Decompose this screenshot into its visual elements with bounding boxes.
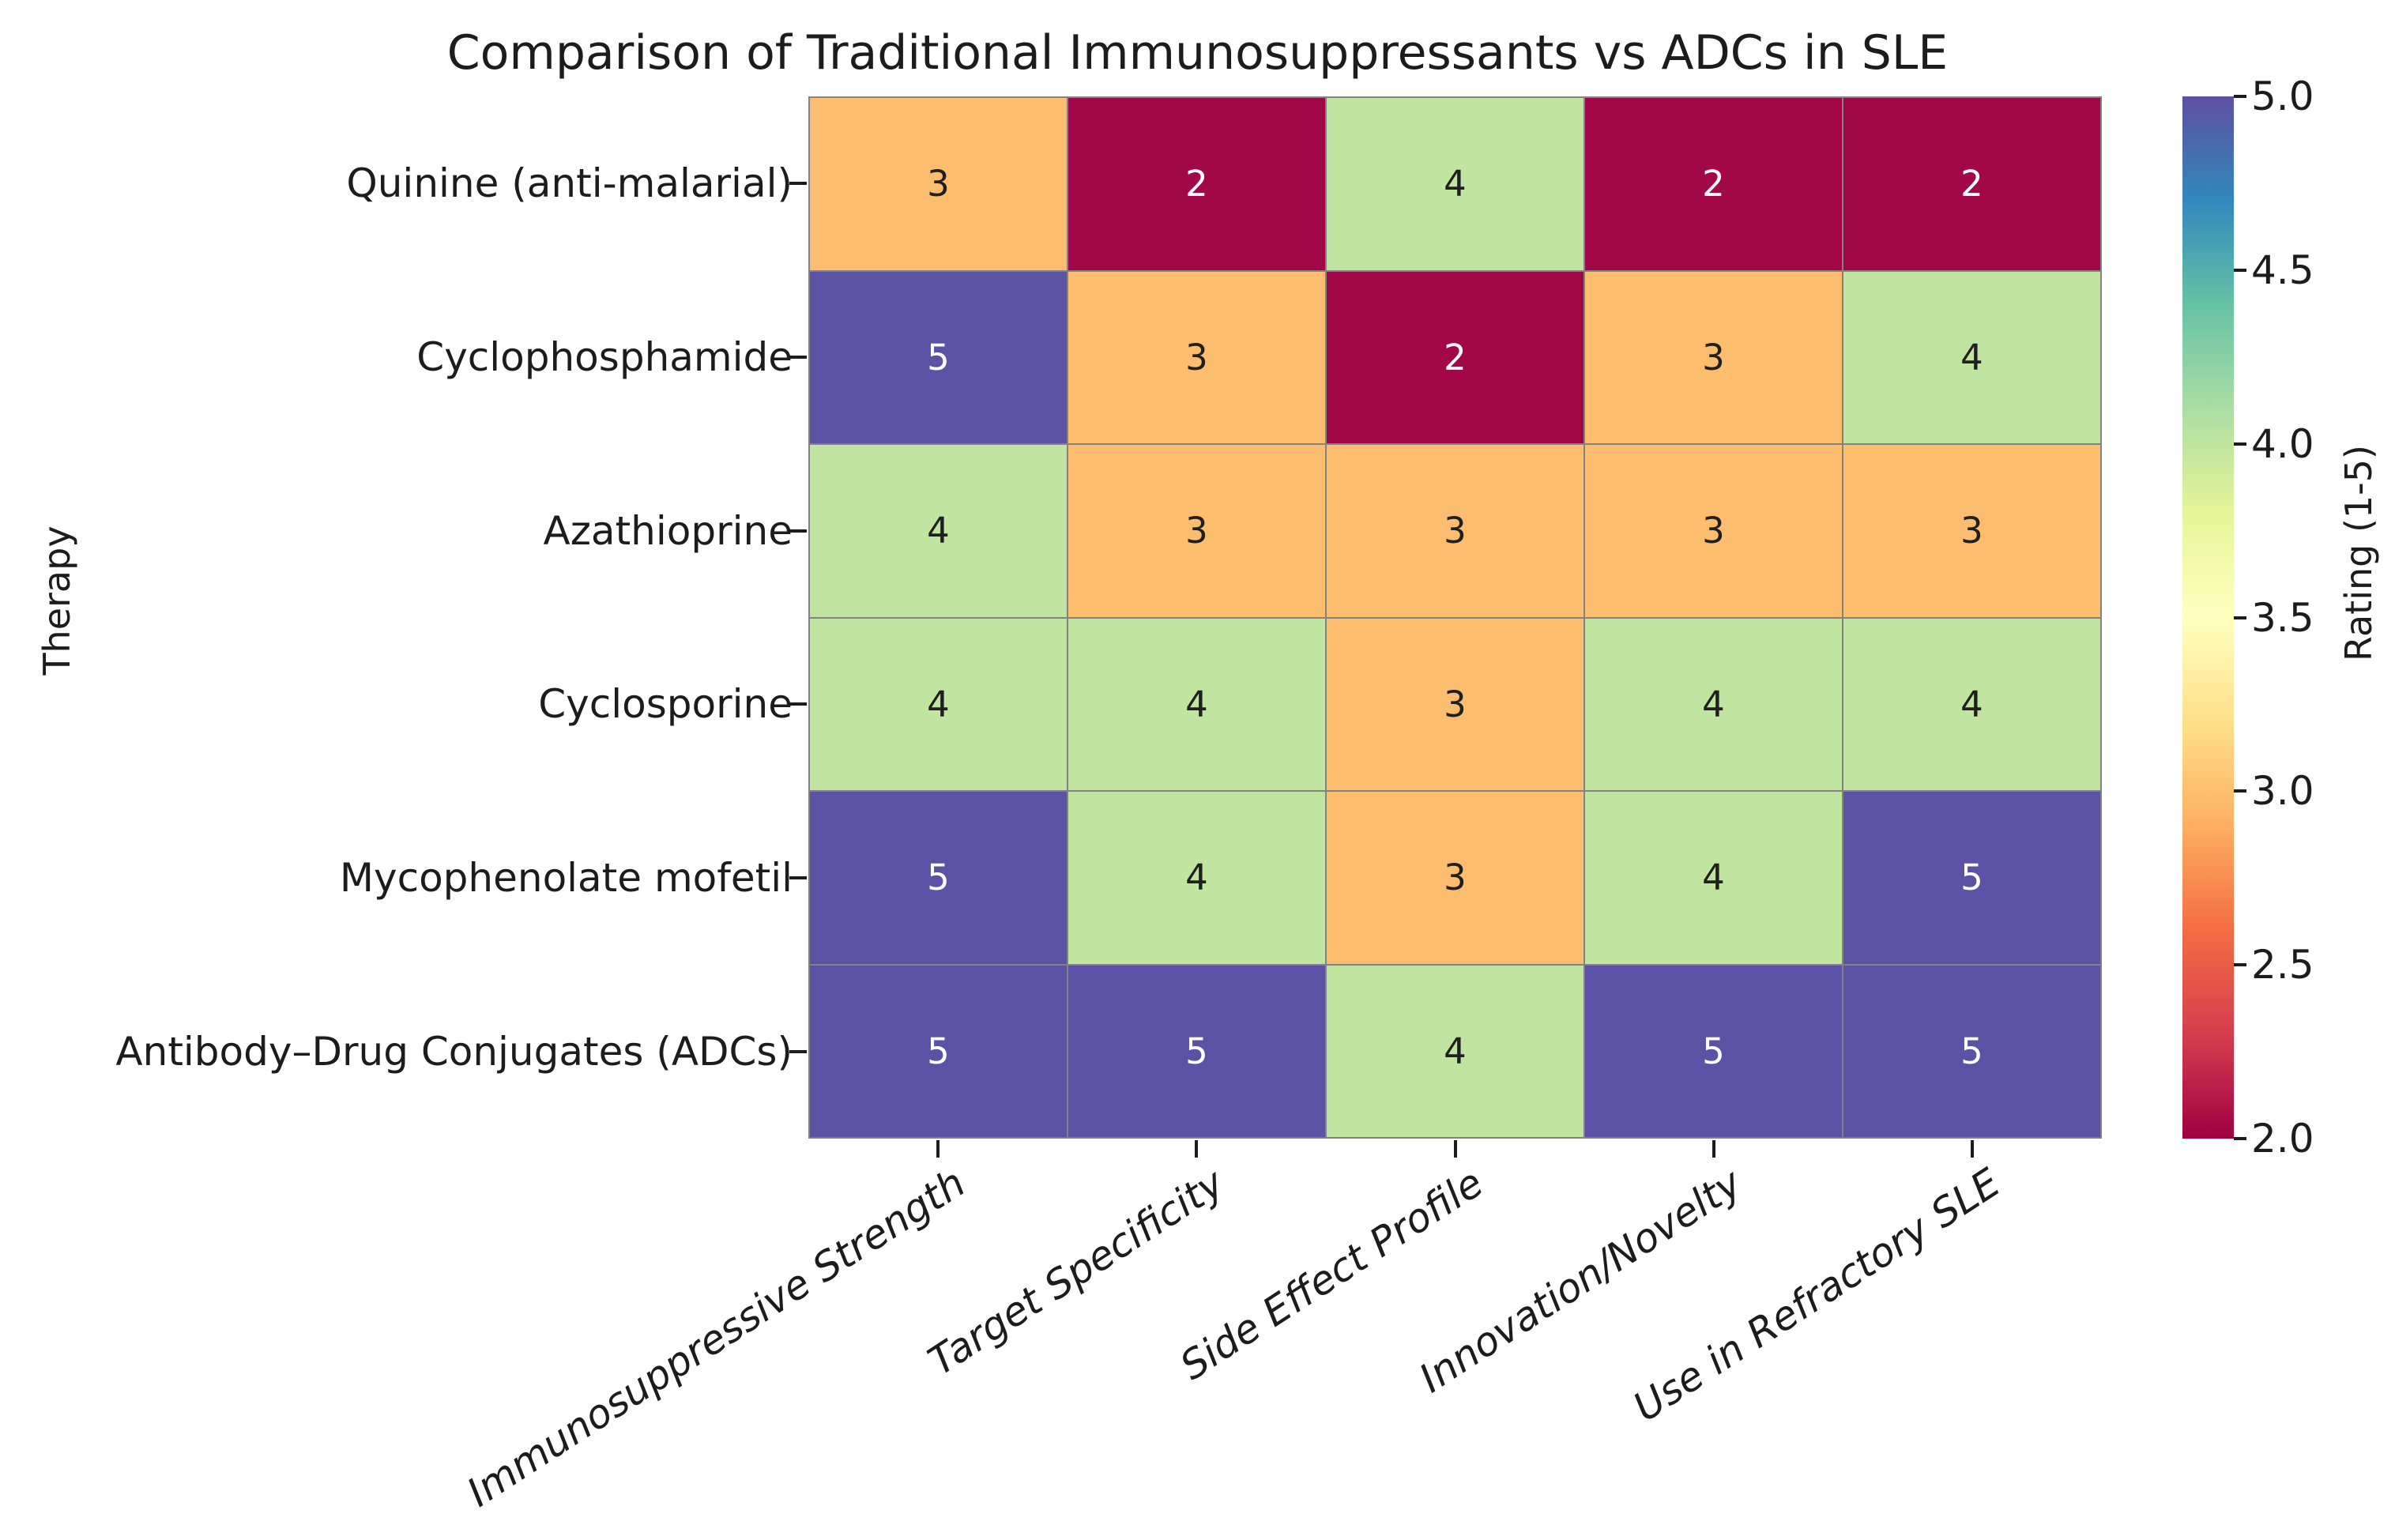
y-tickmark bbox=[789, 876, 807, 880]
heatmap-cell: 3 bbox=[1068, 271, 1325, 443]
colorbar-label: Rating (1-5) bbox=[2337, 445, 2380, 661]
heatmap-cell: 4 bbox=[1585, 618, 1842, 790]
heatmap-cell: 3 bbox=[810, 98, 1067, 270]
heatmap-cell: 5 bbox=[1843, 792, 2100, 964]
colorbar bbox=[2182, 96, 2234, 1139]
row-label: Cyclophosphamide bbox=[416, 333, 793, 380]
heatmap-cell: 3 bbox=[1327, 445, 1583, 617]
heatmap-cell: 2 bbox=[1585, 98, 1842, 270]
chart-title: Comparison of Traditional Immunosuppress… bbox=[446, 25, 1949, 81]
row-label: Cyclosporine bbox=[538, 681, 793, 728]
row-label: Azathioprine bbox=[543, 507, 793, 554]
colorbar-tickmark bbox=[2234, 1137, 2246, 1140]
heatmap-cell: 3 bbox=[1585, 271, 1842, 443]
heatmap-cell: 5 bbox=[1843, 965, 2100, 1137]
y-tickmark bbox=[789, 355, 807, 359]
heatmap-cell: 4 bbox=[1068, 618, 1325, 790]
heatmap-cell: 4 bbox=[1585, 792, 1842, 964]
heatmap-cell: 5 bbox=[810, 792, 1067, 964]
colorbar-tickmark bbox=[2234, 789, 2246, 793]
heatmap-cell: 3 bbox=[1843, 445, 2100, 617]
y-tickmark bbox=[789, 181, 807, 185]
heatmap-cell: 3 bbox=[1327, 792, 1583, 964]
colorbar-tick-label: 3.0 bbox=[2251, 768, 2314, 815]
colorbar-tick-label: 4.5 bbox=[2251, 247, 2314, 293]
y-tickmark bbox=[789, 529, 807, 533]
colorbar-tickmark bbox=[2234, 268, 2246, 272]
x-tickmark bbox=[1453, 1140, 1457, 1158]
row-label: Antibody–Drug Conjugates (ADCs) bbox=[115, 1029, 793, 1075]
x-tickmark bbox=[1712, 1140, 1715, 1158]
colorbar-tickmark bbox=[2234, 442, 2246, 446]
heatmap-cell: 3 bbox=[1327, 618, 1583, 790]
x-tickmark bbox=[1195, 1140, 1199, 1158]
row-label: Quinine (anti-malarial) bbox=[346, 160, 793, 206]
heatmap-cell: 3 bbox=[1585, 445, 1842, 617]
heatmap-cell: 5 bbox=[810, 271, 1067, 443]
heatmap-cell: 4 bbox=[1843, 271, 2100, 443]
heatmap-cell: 2 bbox=[1068, 98, 1325, 270]
colorbar-tickmark bbox=[2234, 616, 2246, 619]
x-tickmark bbox=[936, 1140, 940, 1158]
heatmap-cell: 4 bbox=[810, 618, 1067, 790]
colorbar-tick-label: 4.0 bbox=[2251, 420, 2314, 467]
colorbar-tick-label: 2.5 bbox=[2251, 942, 2314, 988]
heatmap-cell: 3 bbox=[1068, 445, 1325, 617]
row-label: Mycophenolate mofetil bbox=[339, 855, 793, 902]
heatmap-cell: 4 bbox=[1327, 98, 1583, 270]
heatmap-cell: 5 bbox=[810, 965, 1067, 1137]
colorbar-tickmark bbox=[2234, 95, 2246, 98]
colorbar-tick-label: 3.5 bbox=[2251, 594, 2314, 641]
colorbar-tick-label: 2.0 bbox=[2251, 1116, 2314, 1162]
y-tickmark bbox=[789, 702, 807, 706]
heatmap-cell: 2 bbox=[1843, 98, 2100, 270]
heatmap-cell: 5 bbox=[1068, 965, 1325, 1137]
heatmap-cell: 4 bbox=[1843, 618, 2100, 790]
heatmap-cell: 2 bbox=[1327, 271, 1583, 443]
x-tickmark bbox=[1971, 1140, 1975, 1158]
column-label: Immunosuppressive Strength bbox=[459, 1159, 974, 1516]
heatmap-cell: 4 bbox=[810, 445, 1067, 617]
y-tickmark bbox=[789, 1050, 807, 1054]
colorbar-tickmark bbox=[2234, 963, 2246, 967]
colorbar-tick-label: 5.0 bbox=[2251, 73, 2314, 119]
heatmap-cell: 4 bbox=[1327, 965, 1583, 1137]
heatmap-cell: 4 bbox=[1068, 792, 1325, 964]
heatmap-cell: 5 bbox=[1585, 965, 1842, 1137]
